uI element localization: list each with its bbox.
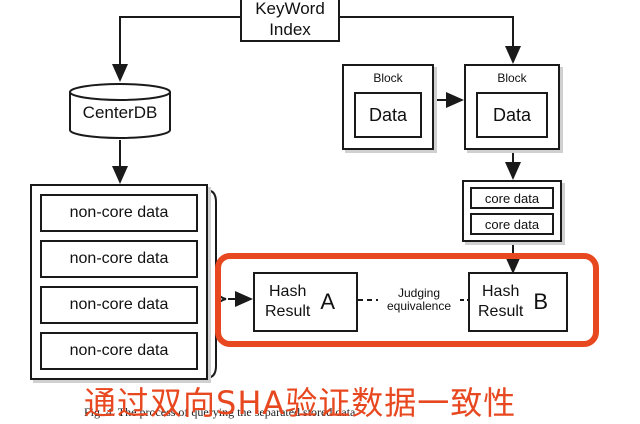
block-right: Block Data	[464, 64, 560, 150]
noncore-brace	[205, 189, 227, 379]
hash-result-b: Hash Result B	[468, 272, 568, 332]
centerdb-cylinder: CenterDB	[68, 82, 172, 140]
arrow-keyword-to-centerdb	[112, 16, 240, 82]
hash-a-text: Hash Result	[265, 282, 310, 322]
hash-b-line2: Result	[478, 303, 524, 320]
figure-caption: Fig. 4. The process of querying the sepa…	[84, 405, 356, 419]
arrow-keyword-to-block	[340, 16, 521, 64]
block-left-data: Data	[354, 92, 422, 138]
block-right-header: Block	[497, 71, 527, 85]
non-core-data-group: non-core data non-core data non-core dat…	[30, 184, 208, 380]
core-data-item-2: core data	[470, 213, 554, 235]
hash-a-line1: Hash	[269, 283, 307, 300]
cylinder-shape	[69, 83, 171, 139]
centerdb-label: CenterDB	[82, 103, 158, 122]
hash-a-letter: A	[320, 289, 336, 314]
judging-line1: Judging	[397, 286, 441, 300]
keyword-index-line1: KeyWord	[255, 0, 325, 18]
judging-line2: equivalence	[386, 299, 452, 313]
block-right-data: Data	[476, 92, 548, 138]
hash-b-letter: B	[533, 289, 549, 314]
keyword-index-box: KeyWord Index	[240, 0, 340, 42]
core-data-item-1: core data	[470, 187, 554, 209]
non-core-data-item-3: non-core data	[40, 286, 198, 324]
non-core-data-item-2: non-core data	[40, 240, 198, 278]
core-data-group: core data core data	[462, 180, 562, 242]
hash-a-line2: Result	[265, 303, 311, 320]
keyword-index-line2: Index	[269, 20, 311, 39]
block-left-header: Block	[373, 71, 403, 85]
overlay-caption: 通过双向SHA验证数据一致性	[84, 384, 517, 422]
non-core-data-item-4: non-core data	[40, 332, 198, 370]
hash-result-a: Hash Result A	[253, 272, 358, 332]
block-left: Block Data	[342, 64, 434, 150]
hash-b-line1: Hash	[482, 283, 520, 300]
non-core-data-item-1: non-core data	[40, 194, 198, 232]
judging-label: Judging equivalence	[376, 287, 462, 313]
highlight-frame	[215, 253, 599, 347]
hash-b-text: Hash Result	[478, 282, 523, 322]
